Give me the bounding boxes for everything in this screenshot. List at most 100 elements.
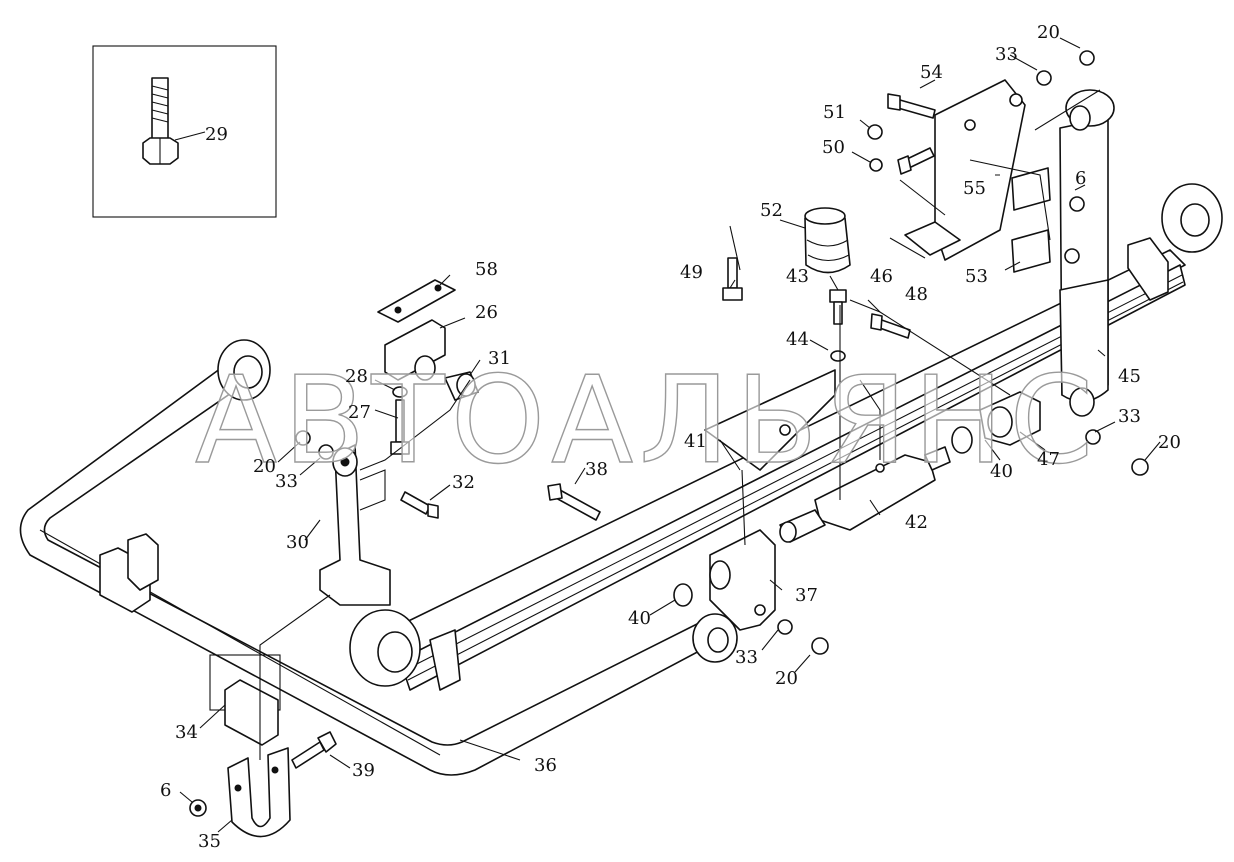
callout-30: 30 (286, 532, 309, 553)
nut-6-upper-2-body (1064, 248, 1080, 264)
nut-20-left (295, 430, 311, 446)
callout-28: 28 (345, 366, 368, 387)
bolt-38-head (547, 483, 563, 501)
bolt-38 (547, 483, 601, 521)
bracket-37-eye (709, 560, 731, 590)
clamp-left-ear (127, 533, 159, 591)
leader-set (179, 37, 1161, 833)
nut-20-top-body (1079, 50, 1095, 66)
bar-clamp-left (99, 533, 159, 613)
assembly-lines (259, 89, 1101, 760)
callout-20: 20 (1158, 432, 1181, 453)
callout-54: 54 (920, 62, 943, 83)
link-30 (319, 444, 391, 606)
bracket-26-eye (414, 355, 436, 381)
washer-50-body (869, 158, 883, 172)
leaf-spring-clip-rear (1127, 237, 1169, 301)
ring-40-right-body (951, 426, 973, 454)
bolt-32-shank (400, 491, 431, 515)
leaf-spring-layers (404, 274, 1184, 681)
shackle-42-hole (875, 463, 885, 473)
bolt-49-head (722, 287, 743, 301)
bolt-43 (829, 289, 847, 325)
washer-28 (392, 386, 408, 398)
washer-28-body (392, 386, 408, 398)
callout-26: 26 (475, 302, 498, 323)
bolt-48 (870, 313, 911, 339)
stabilizer-bar (19, 339, 738, 776)
shock-lower-eye (1069, 387, 1095, 417)
callout-32: 32 (452, 472, 475, 493)
callout-41: 41 (684, 431, 707, 452)
bump-stop-46 (904, 221, 961, 256)
plate-58 (377, 279, 456, 323)
callout-47: 47 (1037, 449, 1060, 470)
inset-frame (92, 45, 277, 218)
washer-33-mid (777, 619, 793, 635)
bolt-54 (887, 93, 936, 119)
bolt-38-shank (555, 489, 601, 521)
bushing-31 (444, 371, 479, 401)
callout-42: 42 (905, 512, 928, 533)
callout-40: 40 (990, 461, 1013, 482)
shock-upper-eye-hole (1069, 105, 1091, 131)
callout-50: 50 (822, 137, 845, 158)
callout-31: 31 (488, 348, 511, 369)
bushing-31-hole (456, 373, 476, 397)
nut-51 (867, 124, 883, 140)
nut-20-mid (811, 637, 829, 655)
callout-33: 33 (275, 471, 298, 492)
buffer-52 (804, 207, 851, 274)
leaf-spring-eye-front-hole (377, 631, 413, 673)
callout-53: 53 (965, 266, 988, 287)
washer-50 (869, 158, 883, 172)
callout-52: 52 (760, 200, 783, 221)
nut-51-body (867, 124, 883, 140)
callout-38: 38 (585, 459, 608, 480)
washer-44 (830, 350, 846, 362)
callout-29: 29 (205, 124, 228, 145)
callout-34: 34 (175, 722, 198, 743)
stabilizer-bar-eye-right-hole (707, 627, 729, 653)
bolt-49 (722, 257, 743, 301)
bolt-43-head (829, 289, 847, 303)
clamp-35-hole (234, 784, 242, 792)
shackle-42 (779, 446, 951, 543)
bolt-32-head (427, 503, 439, 519)
nut-20-right (1131, 458, 1149, 476)
bushing-34 (209, 654, 281, 746)
bracket-37-hole (754, 604, 766, 616)
bolt-29-shank (151, 77, 169, 141)
callout-45: 45 (1118, 366, 1141, 387)
plate-58-body (377, 279, 456, 323)
leaf-spring-clip-front (429, 629, 461, 691)
leader-lines (174, 37, 1161, 833)
bolt-39-shank (291, 741, 325, 769)
bolt-54-head (887, 93, 901, 111)
plate-58-hole-1 (394, 306, 402, 314)
washer-33-right-body (1085, 429, 1101, 445)
bolt-55-head (897, 155, 912, 175)
bracket-55-hole-mid (964, 119, 976, 131)
bracket-26-body (384, 319, 446, 381)
callout-55: 55 (963, 178, 986, 199)
washer-33-left (318, 444, 334, 460)
bolt-48-head (870, 313, 883, 331)
washer-33-mid-body (777, 619, 793, 635)
callout-33: 33 (1118, 406, 1141, 427)
shock-absorber-45 (1059, 89, 1115, 417)
callout-49: 49 (680, 262, 703, 283)
bracket-47 (979, 391, 1041, 446)
callout-33: 33 (735, 647, 758, 668)
nut-20-left-body (295, 430, 311, 446)
callout-40: 40 (628, 608, 651, 629)
bolt-39-head (317, 731, 337, 753)
clamp-35-hole2 (271, 766, 279, 774)
link-30-body (319, 444, 391, 606)
plate-58-hole-2 (434, 284, 442, 292)
buffer-52-top (804, 207, 846, 225)
bracket-26 (384, 319, 446, 381)
callout-27: 27 (348, 402, 371, 423)
